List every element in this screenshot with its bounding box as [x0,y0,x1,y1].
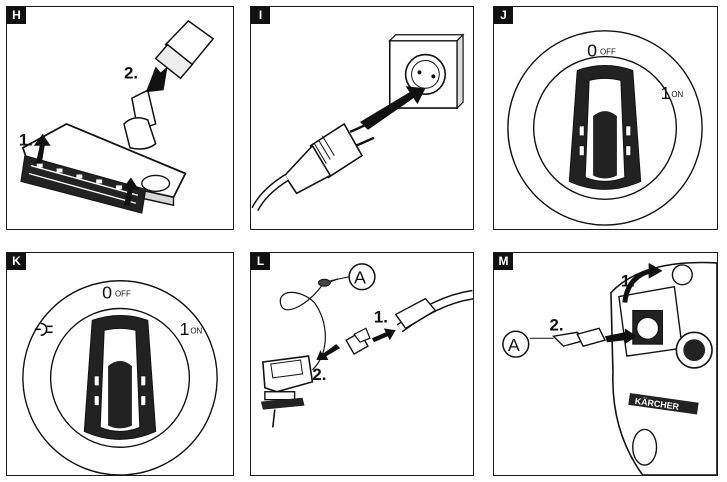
rotary-switch-illustration: 0 OFF 1 ON [507,30,703,226]
panel-k: 0 OFF 1 ON K [6,252,234,476]
panel-label: H [7,7,26,24]
step-1-label: 1. [19,131,33,150]
panel-l: A 1. 2. L [250,252,474,476]
step-2-label: 2. [312,365,326,384]
vacuum-plug-in-illustration: KÄRCHER A 1. 2. [502,261,717,475]
panel-i: I [250,6,474,230]
position-on-label: ON [671,90,683,99]
panel-label: K [7,253,26,270]
position-0-label: 0 [587,41,597,61]
position-0-label: 0 [102,283,112,303]
panel-h: 1. 2. H [6,6,234,230]
callout-a-label: A [354,268,366,288]
floor-nozzle-illustration: 1. 2. [19,19,215,214]
callout-a-label: A [508,335,520,355]
panel-label: M [494,253,513,270]
position-1-label: 1 [179,319,189,339]
panel-j: 0 OFF 1 ON J [493,6,718,230]
panel-label: J [494,7,513,24]
plug-symbol-icon [34,322,53,337]
rotary-switch-illustration: 0 OFF 1 ON [22,280,218,475]
panel-label: L [251,253,270,270]
panel-label: I [251,7,270,24]
position-1-label: 1 [661,83,671,103]
panel-m: KÄRCHER A 1. 2. M [493,252,718,476]
step-1-label: 1. [621,272,635,291]
step-2-label: 2. [550,315,564,334]
step-1-label: 1. [374,307,388,326]
position-off-label: OFF [600,48,616,57]
plug-socket-illustration [251,33,465,212]
power-tool-hose-illustration: A 1. 2. [260,263,473,428]
step-2-label: 2. [124,63,138,82]
position-on-label: ON [190,326,202,335]
position-off-label: OFF [115,290,131,299]
